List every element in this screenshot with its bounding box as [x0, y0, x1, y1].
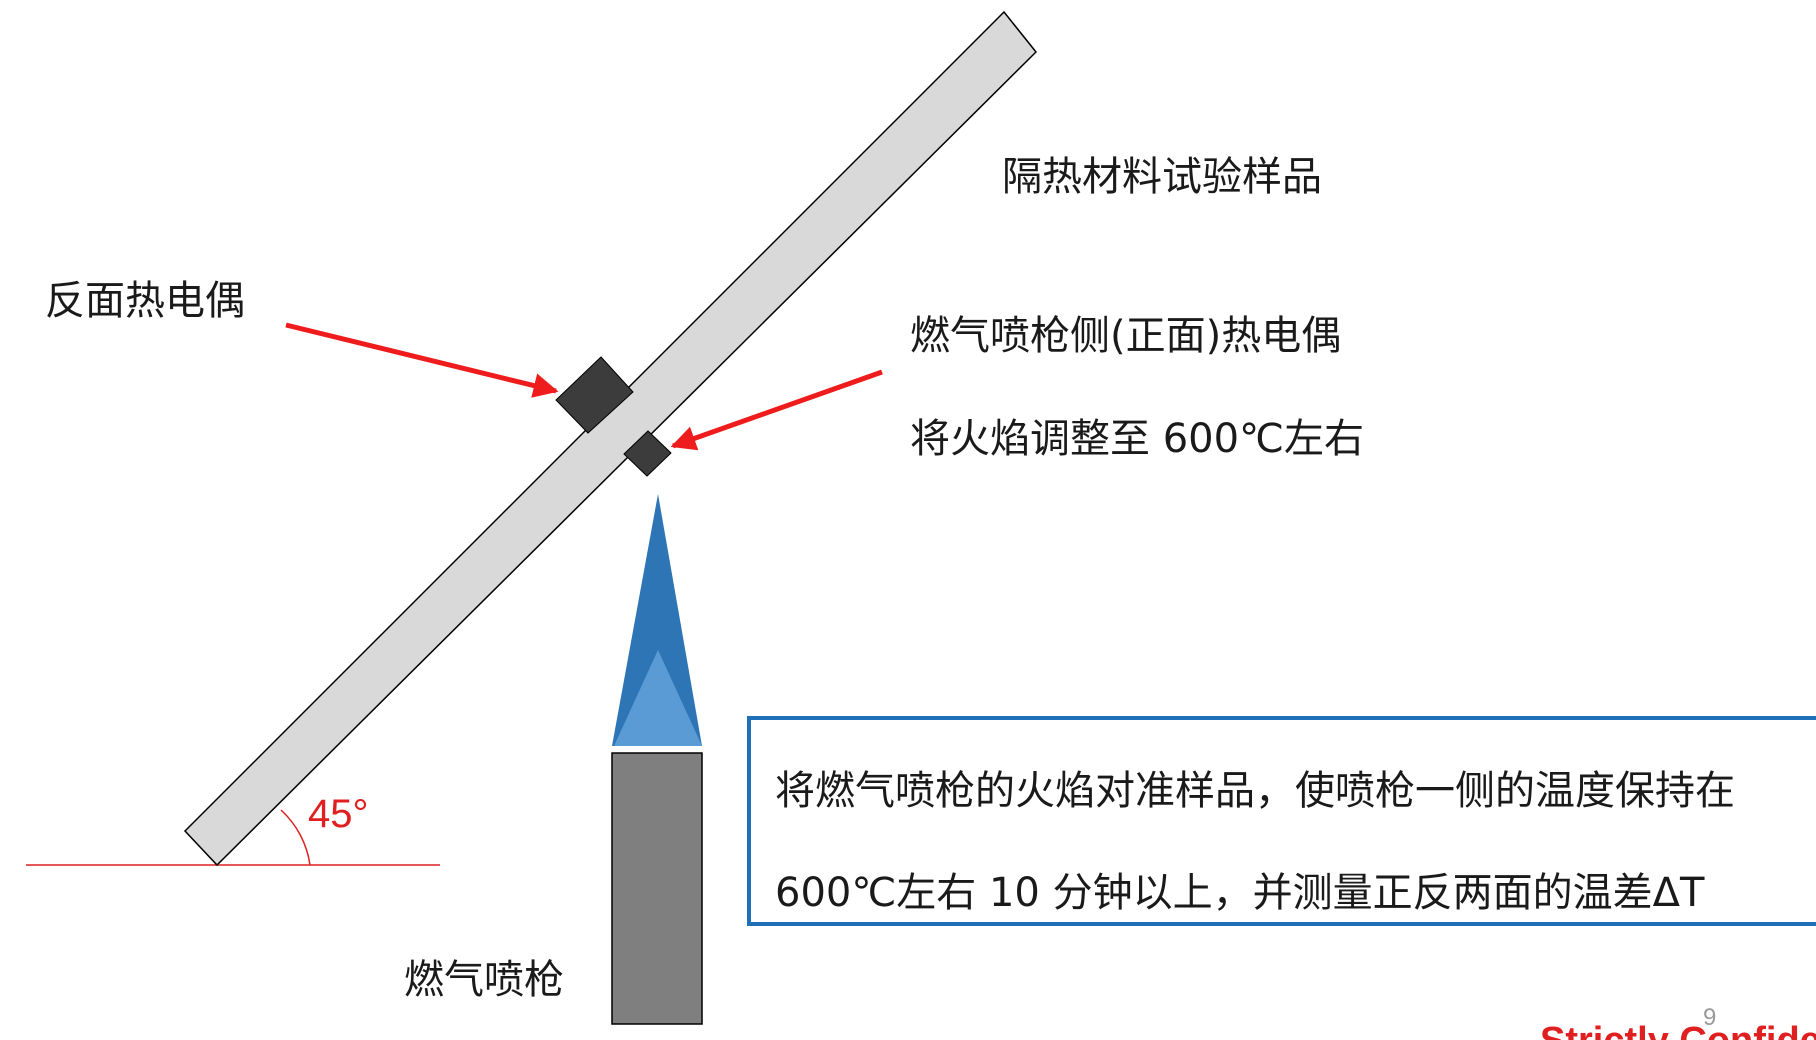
torch-label: 燃气喷枪 [404, 957, 564, 1003]
torch-body [611, 752, 703, 1025]
back-thermocouple-block [555, 356, 634, 434]
back-thermocouple-arrow [285, 322, 559, 398]
info-box: 将燃气喷枪的火焰对准样品，使喷枪一侧的温度保持在 600℃左右 10 分钟以上，… [747, 716, 1816, 926]
front-thermocouple-block [623, 430, 672, 477]
flame-adjust-label: 将火焰调整至 600℃左右 [910, 416, 1364, 462]
back-thermocouple-label: 反面热电偶 [45, 278, 245, 324]
flame-outer [612, 494, 702, 746]
angle-arc [280, 809, 311, 866]
sample-plate [183, 10, 1038, 867]
sample-label: 隔热材料试验样品 [1002, 154, 1322, 200]
info-line-1: 将燃气喷枪的火焰对准样品，使喷枪一侧的温度保持在 [775, 768, 1735, 814]
front-thermocouple-arrow [670, 369, 883, 451]
info-line-2: 600℃左右 10 分钟以上，并测量正反两面的温差ΔT [775, 870, 1705, 916]
confidential-label: Strictly Confidential [1540, 1020, 1816, 1040]
flame-inner [614, 650, 702, 746]
angle-label: 45° [308, 792, 369, 836]
page-number: 9 [1703, 1004, 1717, 1031]
front-thermocouple-label: 燃气喷枪侧(正面)热电偶 [910, 313, 1342, 359]
